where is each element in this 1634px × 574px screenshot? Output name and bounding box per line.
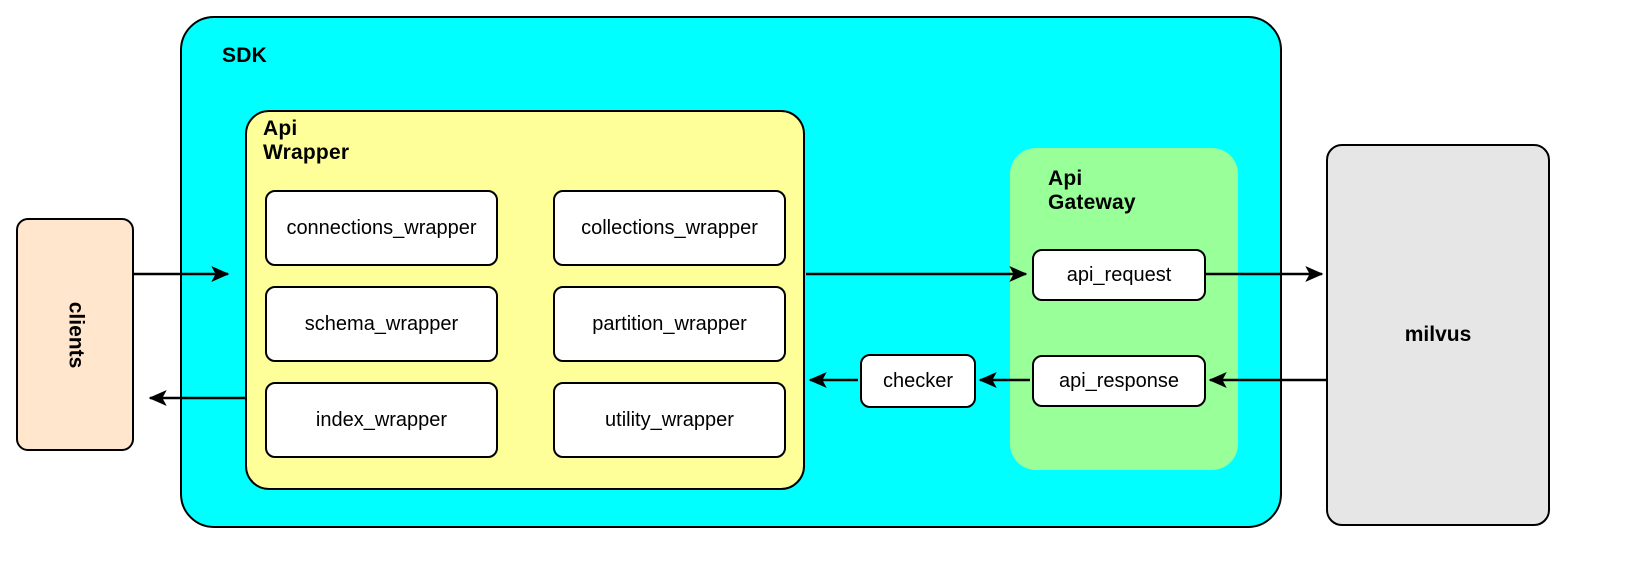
node-label: api_request	[1066, 263, 1172, 286]
node-checker[interactable]: checker	[860, 354, 976, 408]
node-label: connections_wrapper	[286, 216, 477, 239]
api-gateway-container	[1010, 148, 1238, 470]
node-label: partition_wrapper	[592, 312, 747, 335]
api-gateway-container-label: Api Gateway	[1048, 167, 1136, 214]
node-collections-wrapper[interactable]: collections_wrapper	[553, 190, 786, 266]
node-utility-wrapper[interactable]: utility_wrapper	[553, 382, 786, 458]
node-clients[interactable]: clients	[16, 218, 134, 451]
sdk-container-label: SDK	[222, 44, 267, 67]
node-schema-wrapper[interactable]: schema_wrapper	[265, 286, 498, 362]
node-index-wrapper[interactable]: index_wrapper	[265, 382, 498, 458]
node-label: checker	[882, 369, 954, 392]
node-milvus[interactable]: milvus	[1326, 144, 1550, 526]
node-api-request[interactable]: api_request	[1032, 249, 1206, 301]
node-label: clients	[64, 301, 87, 368]
node-label: api_response	[1058, 369, 1180, 392]
node-label: index_wrapper	[315, 408, 448, 431]
node-label: utility_wrapper	[605, 408, 734, 431]
node-label: schema_wrapper	[304, 312, 459, 335]
node-label: milvus	[1404, 323, 1472, 346]
node-connections-wrapper[interactable]: connections_wrapper	[265, 190, 498, 266]
node-partition-wrapper[interactable]: partition_wrapper	[553, 286, 786, 362]
node-label: collections_wrapper	[581, 216, 758, 239]
node-api-response[interactable]: api_response	[1032, 355, 1206, 407]
api-wrapper-container-label: Api Wrapper	[263, 117, 350, 164]
